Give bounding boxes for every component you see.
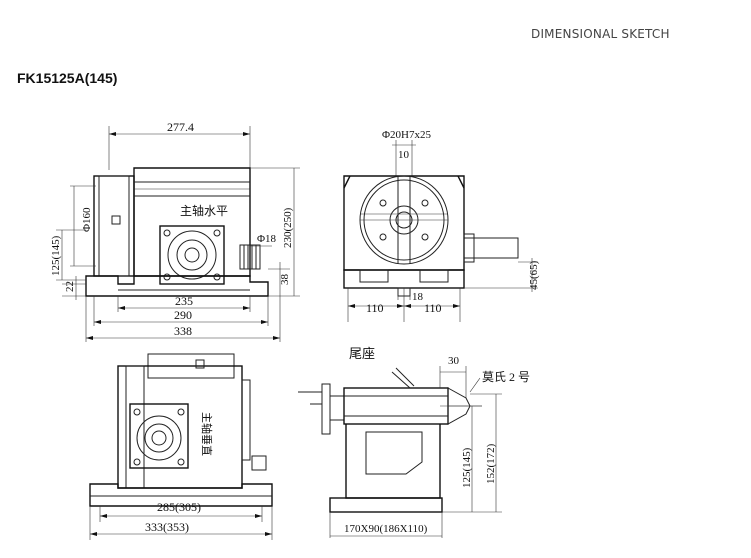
top-note-vertical: 主轴垂直 — [200, 412, 214, 456]
front-dim-277-4: 277.4 — [167, 120, 194, 134]
sketch-header-label: DIMENSIONAL SKETCH — [531, 27, 670, 41]
tailstock-dim-30: 30 — [448, 355, 460, 367]
model-title: FK15125A(145) — [17, 70, 118, 86]
top-dim-285-305: 285(305) — [157, 500, 201, 514]
side-view: Φ20H7x25 10 45(65) 18 — [343, 129, 540, 322]
tailstock-dim-base: 170X90(186X110) — [344, 523, 428, 535]
tailstock-dim-125-145: 125(145) — [461, 447, 473, 488]
top-view: 主轴垂直 285(305) 333(353) — [89, 353, 273, 540]
front-dim-d18: Φ18 — [257, 233, 277, 245]
side-dim-10: 10 — [398, 149, 410, 161]
side-dim-110-right: 110 — [424, 301, 442, 315]
side-dim-18: 18 — [412, 291, 424, 303]
tailstock-dim-152-172: 152(172) — [485, 443, 497, 484]
tailstock-view: 尾座 30 莫氏 2 号 125(145) — [298, 346, 530, 538]
front-dim-d160: Φ160 — [81, 207, 93, 232]
front-dim-125-145: 125(145) — [50, 235, 62, 276]
side-dim-110-left: 110 — [366, 301, 384, 315]
tailstock-label: 尾座 — [349, 346, 375, 361]
front-dim-230-250: 230(250) — [282, 207, 294, 248]
side-dim-45-65: 45(65) — [528, 260, 540, 290]
front-dim-22: 22 — [64, 281, 76, 292]
front-dim-338: 338 — [174, 324, 192, 338]
front-view: 277.4 主轴水平 Φ160 — [50, 120, 300, 342]
front-dim-290: 290 — [174, 308, 192, 322]
front-note-horizontal: 主轴水平 — [180, 203, 228, 218]
front-dim-38: 38 — [279, 274, 291, 286]
top-dim-333-353: 333(353) — [145, 520, 189, 534]
tailstock-morse-label: 莫氏 2 号 — [482, 370, 530, 384]
side-dim-d20h7: Φ20H7x25 — [382, 129, 431, 141]
front-dim-235: 235 — [175, 294, 193, 308]
